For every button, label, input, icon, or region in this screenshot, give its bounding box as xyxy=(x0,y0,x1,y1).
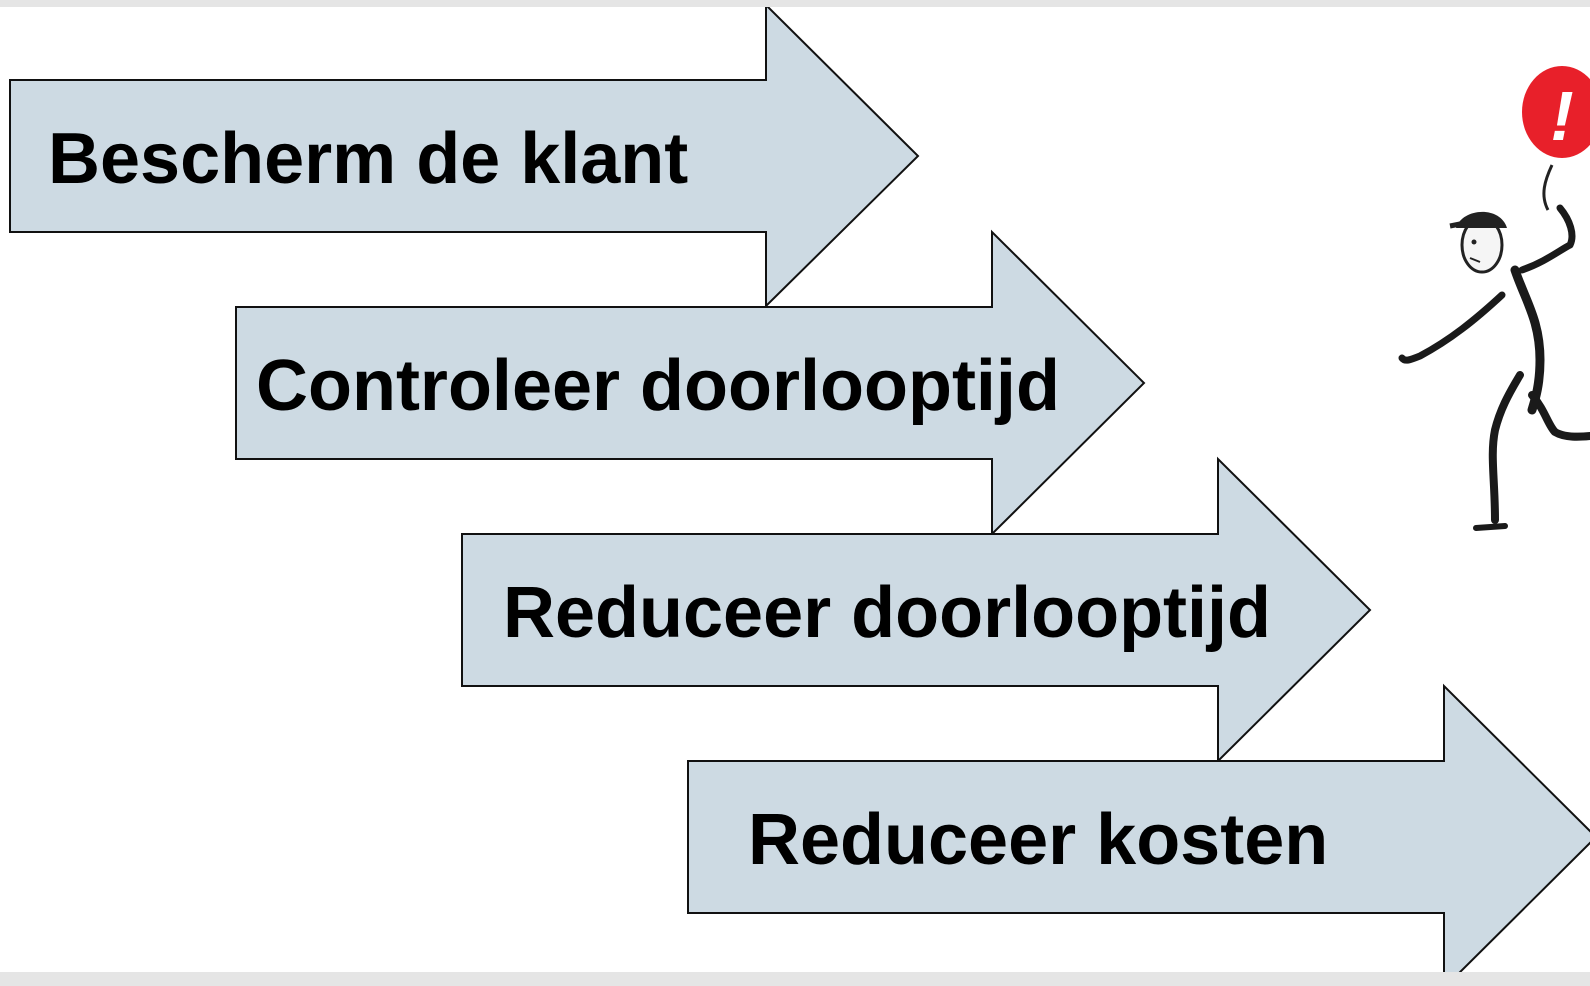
step-label-1: Bescherm de klant xyxy=(48,119,688,199)
step-label-2: Controleer doorlooptijd xyxy=(256,346,1060,426)
arrow-right-icon xyxy=(687,683,1590,986)
bottom-frame-bar xyxy=(0,972,1590,986)
top-frame-bar xyxy=(0,0,1590,7)
arrow-right-icon xyxy=(461,456,1372,764)
arrow-right-icon xyxy=(235,229,1146,537)
step-label-4: Reduceer kosten xyxy=(748,800,1328,880)
walking-man-with-balloon-icon: ! xyxy=(1398,66,1590,531)
arrow-right-icon xyxy=(9,2,920,309)
step-label-3: Reduceer doorlooptijd xyxy=(503,573,1271,653)
step-arrow-4: Reduceer kosten xyxy=(687,683,1590,986)
balloon-icon xyxy=(1522,66,1590,158)
step-arrow-1: Bescherm de klant xyxy=(9,2,920,309)
step-arrow-3: Reduceer doorlooptijd xyxy=(461,456,1372,764)
balloon-exclamation: ! xyxy=(1550,77,1573,155)
step-arrow-2: Controleer doorlooptijd xyxy=(235,229,1146,537)
